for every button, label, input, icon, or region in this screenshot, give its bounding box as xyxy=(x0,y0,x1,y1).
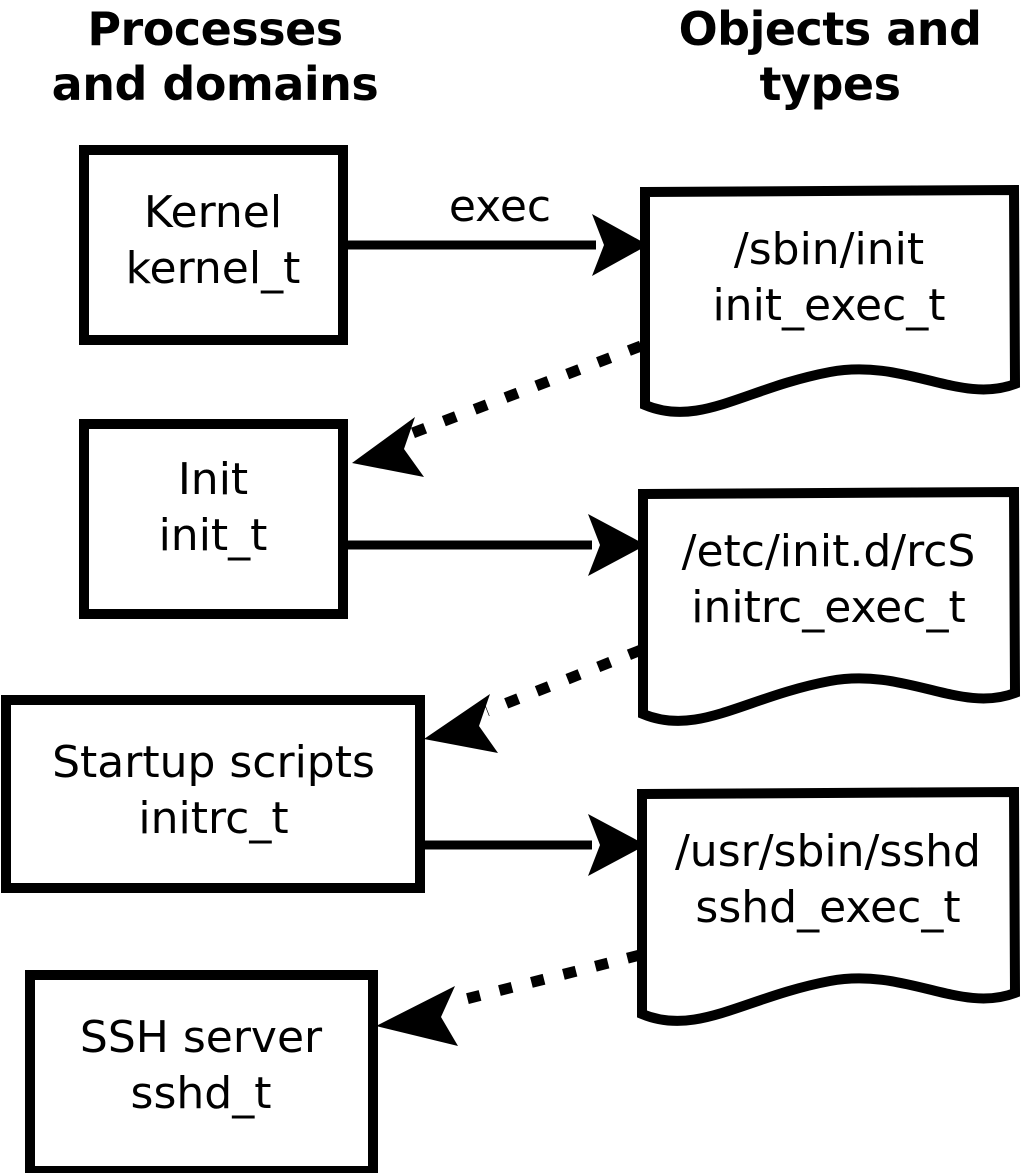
process-box-initrc[interactable] xyxy=(1,695,425,893)
column-header-objects: Objects and types xyxy=(678,2,982,111)
process-box-kernel[interactable] xyxy=(79,145,348,345)
process-box-init[interactable] xyxy=(79,419,348,619)
edge-sshd-exec-to-sshd xyxy=(376,949,642,1046)
object-doc-initrc-exec[interactable] xyxy=(638,486,1021,726)
object-doc-sshd-exec[interactable] xyxy=(637,786,1021,1026)
column-header-processes: Processes and domains xyxy=(51,2,379,111)
edge-init-to-initrc-exec xyxy=(343,514,646,576)
process-box-sshd[interactable] xyxy=(25,970,378,1173)
object-doc-init-exec[interactable] xyxy=(640,184,1021,417)
edge-kernel-to-init-exec xyxy=(343,214,648,276)
edge-initrc-to-sshd-exec xyxy=(420,814,646,876)
edge-initrc-exec-to-initrc xyxy=(424,644,644,753)
edge-label-exec: exec xyxy=(448,181,552,232)
edge-init-exec-to-init xyxy=(352,340,643,477)
